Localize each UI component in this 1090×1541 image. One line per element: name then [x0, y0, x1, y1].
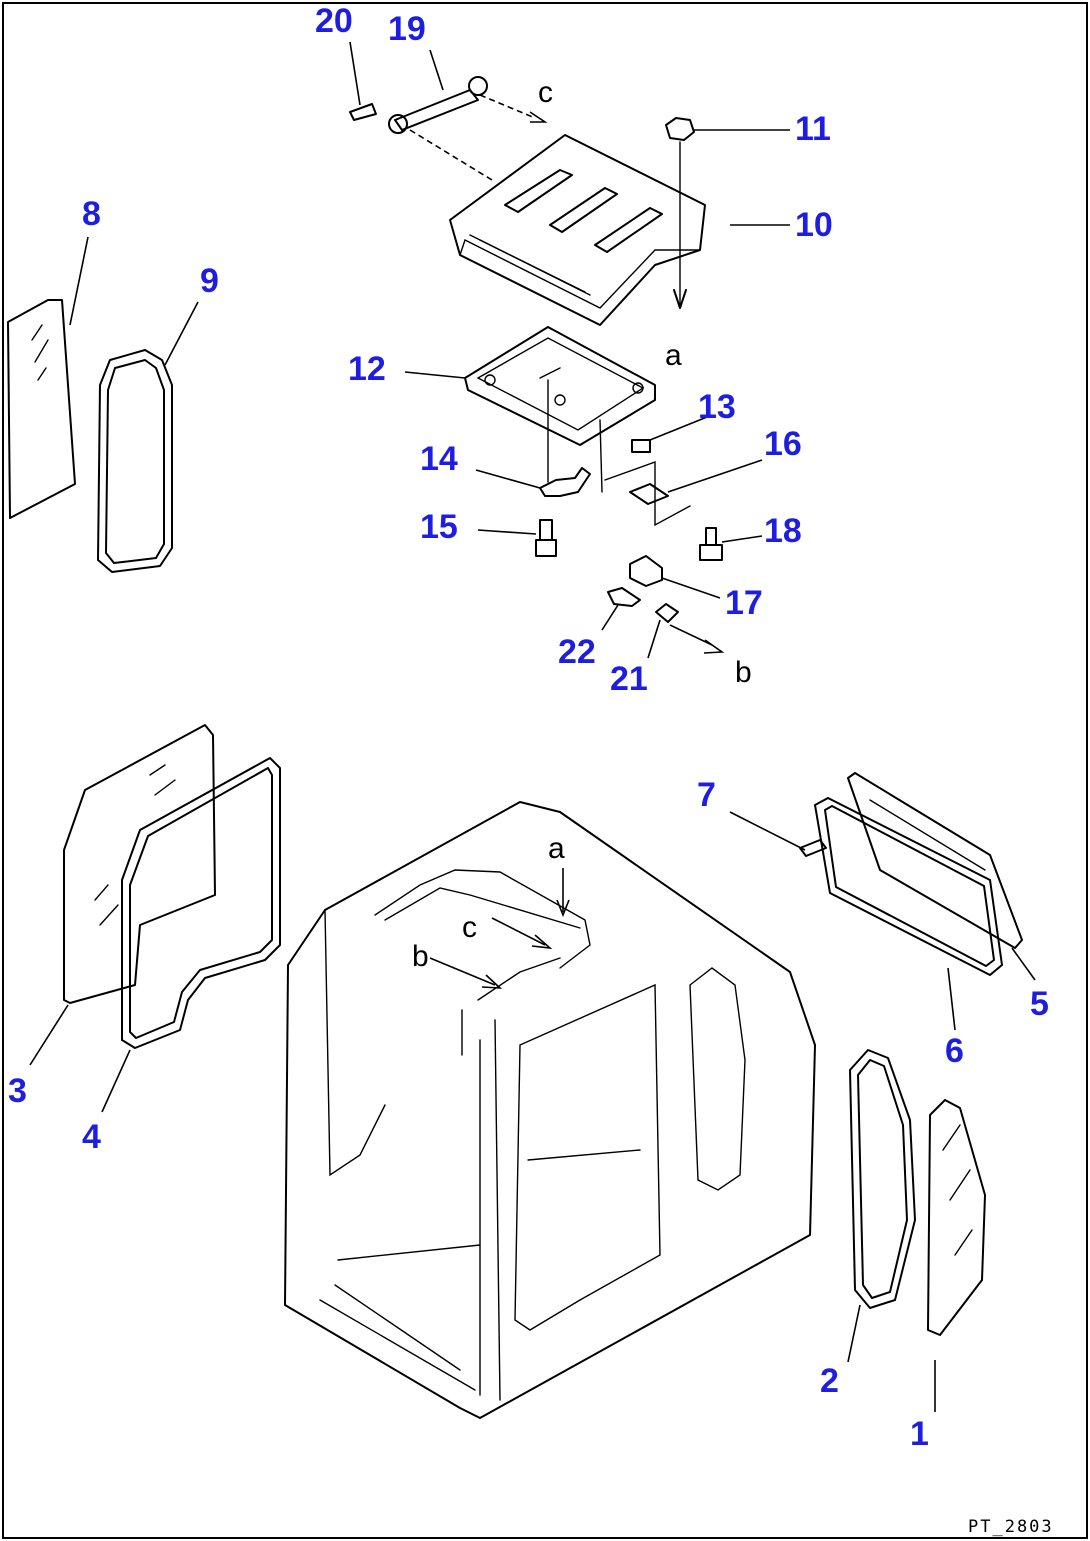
callout-16: 16	[764, 425, 802, 463]
part-1-glass	[927, 1099, 986, 1336]
callout-4: 4	[82, 1118, 101, 1156]
ref-letter-b-cab: b	[412, 940, 429, 973]
part-18-bolt	[699, 527, 723, 561]
part-13-collar	[631, 439, 651, 453]
callout-6: 6	[945, 1032, 964, 1070]
callout-14: 14	[420, 440, 458, 478]
callouts: 1 2 3 4 5 6 7 8 9 10 11 12 13 14 15 16 1…	[8, 2, 1049, 1453]
part-21-clip	[655, 603, 679, 623]
leader-lines	[29, 41, 1036, 1412]
callout-21: 21	[610, 660, 648, 698]
part-11-nut	[665, 117, 695, 309]
callout-13: 13	[698, 388, 736, 426]
part-22-pin	[607, 587, 641, 607]
callout-12: 12	[348, 350, 386, 388]
part-19-damper	[388, 76, 488, 134]
part-16-shim	[599, 419, 691, 527]
part-10-roof-cover	[449, 134, 706, 326]
callout-15: 15	[420, 508, 458, 546]
callout-18: 18	[764, 512, 802, 550]
callout-8: 8	[82, 195, 101, 233]
callout-10: 10	[795, 206, 833, 244]
ref-letter-c-top: c	[538, 76, 553, 109]
ref-letter-a-top: a	[665, 339, 682, 372]
callout-2: 2	[820, 1362, 839, 1400]
callout-9: 9	[200, 262, 219, 300]
part-17-block	[629, 555, 663, 587]
callout-11: 11	[795, 110, 831, 148]
ref-letter-a-cab: a	[548, 832, 565, 865]
ref-letter-c-cab: c	[462, 911, 477, 944]
ref-letter-b-mid: b	[735, 656, 752, 689]
part-12-plate	[464, 326, 656, 446]
part-2-seal	[849, 1049, 916, 1309]
callout-7: 7	[697, 776, 716, 814]
drawing-code: PT_2803	[968, 1517, 1054, 1537]
callout-1: 1	[910, 1415, 929, 1453]
callout-22: 22	[558, 633, 596, 671]
part-15-bolt	[535, 519, 557, 557]
callout-3: 3	[8, 1072, 27, 1110]
cab-frame	[284, 801, 816, 1419]
callout-5: 5	[1030, 985, 1049, 1023]
part-6-seal	[814, 797, 1003, 976]
part-20-pin	[349, 103, 377, 121]
part-8-glass	[7, 299, 76, 519]
part-4-seal	[121, 757, 281, 1049]
callout-19: 19	[388, 10, 426, 48]
part-7-pin	[799, 839, 827, 857]
part-14-bracket	[539, 379, 591, 497]
part-3-glass	[63, 724, 216, 1004]
part-9-seal	[97, 349, 173, 573]
callout-20: 20	[315, 2, 353, 40]
callout-17: 17	[725, 584, 763, 622]
reference-letters: c a b a c b	[412, 76, 752, 973]
part-5-glass	[847, 772, 1023, 949]
